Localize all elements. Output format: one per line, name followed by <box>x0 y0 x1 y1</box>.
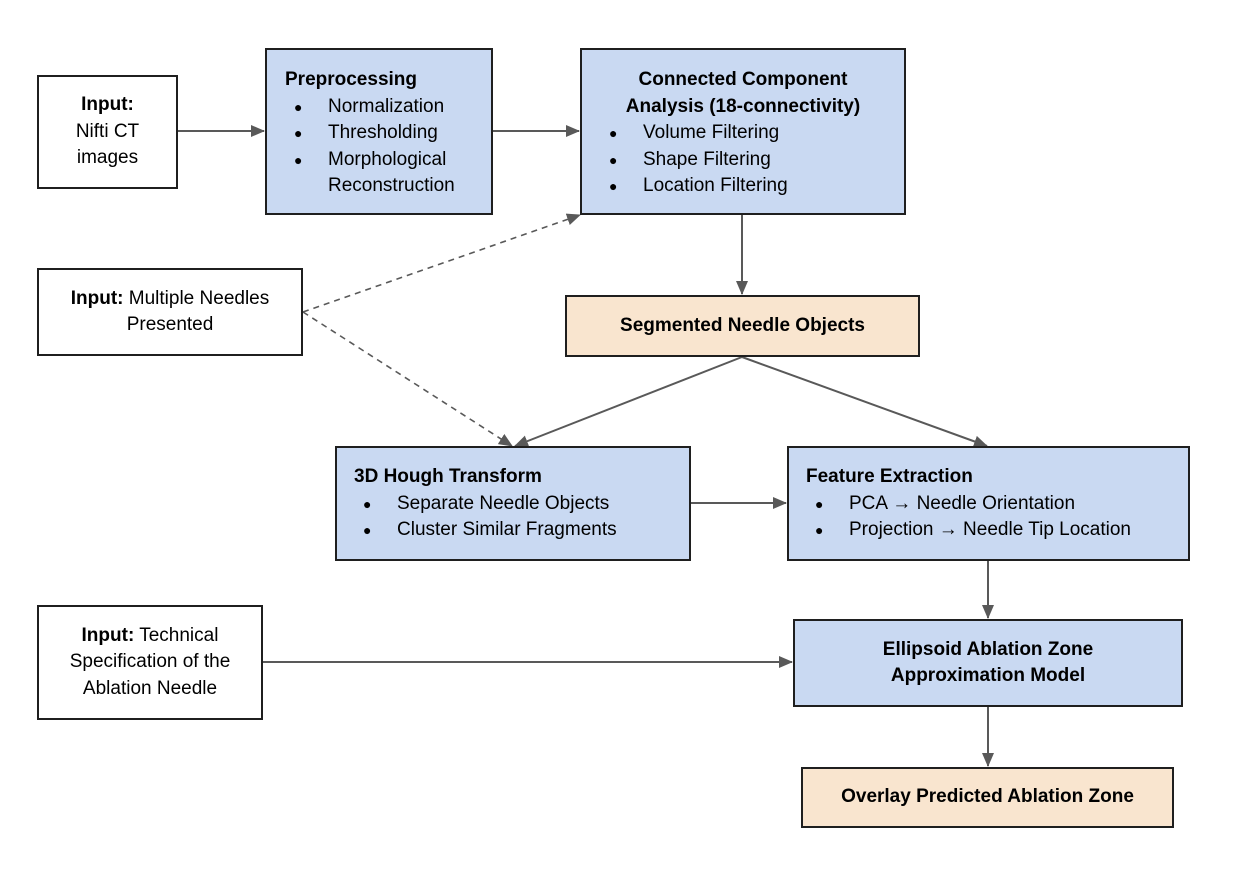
segmented-title: Segmented Needle Objects <box>620 314 865 336</box>
input-spec-label: Input: <box>81 624 135 646</box>
hough-title: 3D Hough Transform <box>354 466 542 487</box>
input-spec-line-3: Ablation Needle <box>82 677 218 699</box>
input-spec-line-1: Input: Technical <box>82 623 219 650</box>
preprocessing-box: Preprocessing Normalization Thresholding… <box>265 48 493 215</box>
input-multi-line-1: Input: Multiple Needles <box>71 286 270 313</box>
hough-box: 3D Hough Transform Separate Needle Objec… <box>335 446 691 561</box>
list-item: Normalization <box>294 94 491 121</box>
cca-list: Volume Filtering Shape Filtering Locatio… <box>609 120 904 200</box>
list-item: Cluster Similar Fragments <box>363 517 689 544</box>
overlay-output-box: Overlay Predicted Ablation Zone <box>801 767 1174 828</box>
input-multi-label: Input: <box>70 287 124 309</box>
ellipsoid-model-box: Ellipsoid Ablation Zone Approximation Mo… <box>793 619 1183 707</box>
preprocessing-title: Preprocessing <box>285 69 417 90</box>
segmented-objects-box: Segmented Needle Objects <box>565 295 920 357</box>
arrow-segmented-to-hough <box>514 356 743 447</box>
arrow-segmented-to-feature <box>741 356 988 448</box>
list-item: Thresholding <box>294 120 491 147</box>
input-ct-line-2: images <box>76 147 139 169</box>
list-item: Location Filtering <box>609 173 904 200</box>
input-spec-text-1: Technical <box>134 624 219 646</box>
input-spec-box: Input: Technical Specification of the Ab… <box>37 605 263 720</box>
list-item: Morphological <box>294 147 491 174</box>
list-item: Volume Filtering <box>609 120 904 147</box>
list-item: Shape Filtering <box>609 147 904 174</box>
dashed-arrow-multi-to-cca <box>302 213 581 313</box>
overlay-title: Overlay Predicted Ablation Zone <box>841 786 1134 808</box>
list-item: Projection → Needle Tip Location <box>815 517 1188 544</box>
list-item: Separate Needle Objects <box>363 491 689 518</box>
input-ct-box: Input: Nifti CT images <box>37 75 178 189</box>
input-multi-box: Input: Multiple Needles Presented <box>37 268 303 356</box>
ellipsoid-title-line-2: Approximation Model <box>890 665 1086 686</box>
feature-title: Feature Extraction <box>806 466 973 487</box>
ellipsoid-title-line-1: Ellipsoid Ablation Zone <box>882 638 1094 660</box>
hough-list: Separate Needle Objects Cluster Similar … <box>363 491 689 544</box>
cca-title-line-1: Connected Component <box>638 69 848 90</box>
feature-list: PCA → Needle Orientation Projection → Ne… <box>815 491 1188 544</box>
preprocessing-list: Normalization Thresholding Morphological… <box>294 94 491 200</box>
cca-box: Connected Component Analysis (18-connect… <box>580 48 906 215</box>
input-ct-label: Input: <box>81 94 134 116</box>
input-multi-text-1: Multiple Needles <box>123 287 270 309</box>
dashed-arrow-multi-to-hough <box>302 311 513 447</box>
list-item-continuation: Reconstruction <box>328 175 455 196</box>
list-item: PCA → Needle Orientation <box>815 491 1188 518</box>
input-multi-line-2: Presented <box>126 314 214 335</box>
feature-extraction-box: Feature Extraction PCA → Needle Orientat… <box>787 446 1190 561</box>
input-spec-line-2: Specification of the <box>69 651 231 673</box>
input-ct-line-1: Nifti CT <box>75 120 140 142</box>
cca-title-line-2: Analysis (18-connectivity) <box>625 95 861 117</box>
